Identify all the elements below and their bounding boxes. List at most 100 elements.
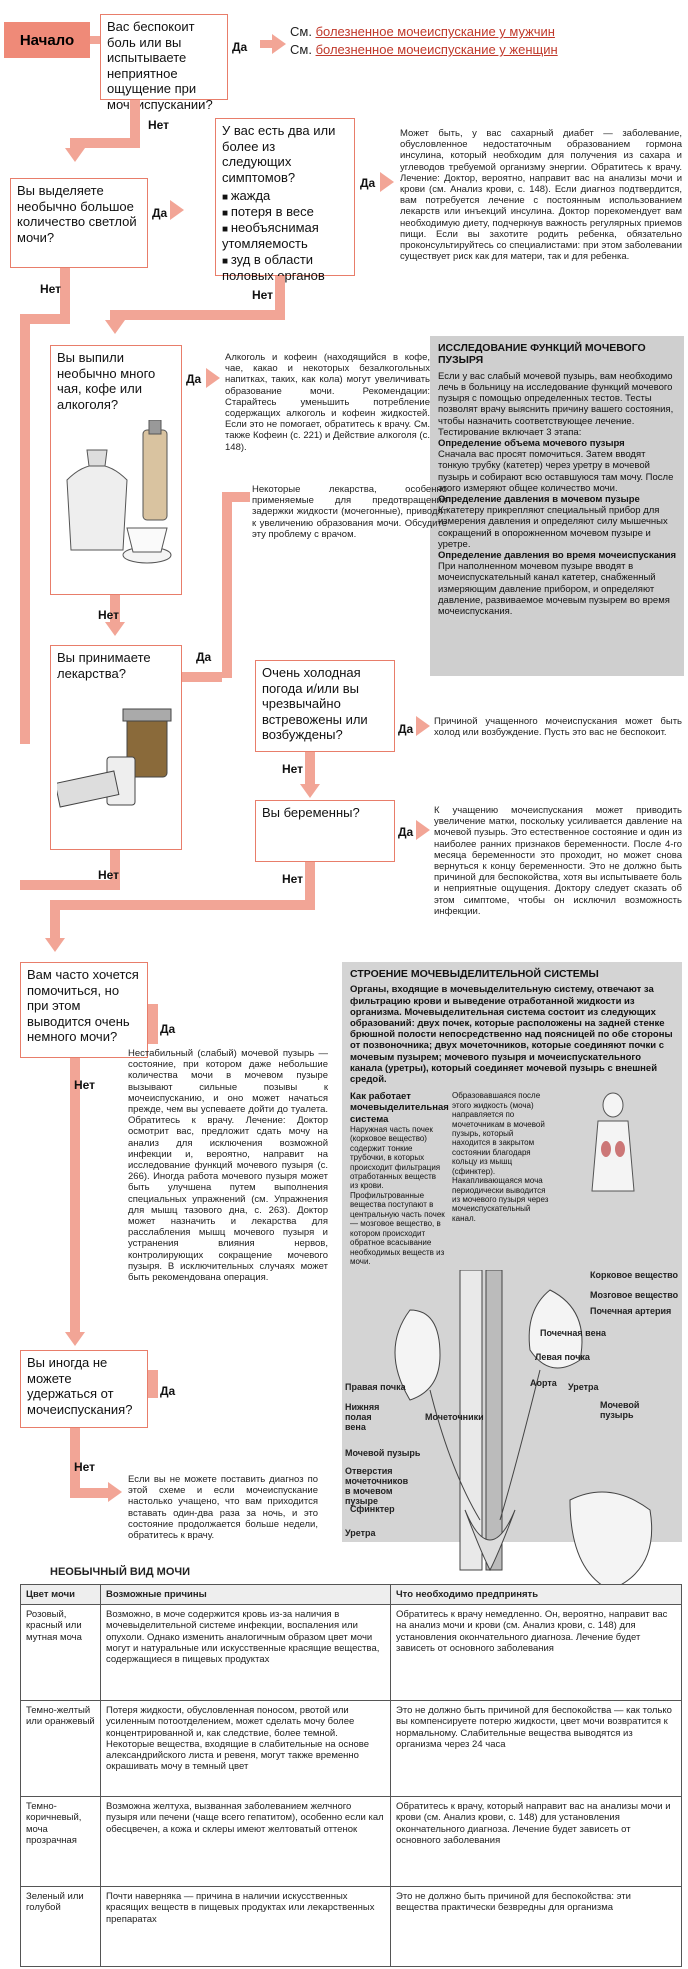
label-urethra-2: Уретра	[568, 1382, 599, 1392]
see-women[interactable]: См. болезненное мочеиспускание у женщин	[290, 42, 558, 57]
no-label: Нет	[148, 118, 169, 132]
table-cell: Темно-коричневый, моча прозрачная	[21, 1797, 101, 1887]
arrow	[20, 314, 30, 744]
arrow-head	[45, 938, 65, 952]
question-cold-anxiety: Очень холодная погода и/или вы чрезвычай…	[255, 660, 395, 752]
symptom-item: жажда	[222, 188, 348, 204]
arrow	[70, 1428, 80, 1488]
yes-label: Да	[160, 1022, 175, 1036]
table-cell: Зеленый или голубой	[21, 1887, 101, 1967]
structure-title: СТРОЕНИЕ МОЧЕВЫДЕЛИТЕЛЬНОЙ СИСТЕМЫ	[350, 968, 674, 980]
question-medications: Вы принимаете лекарства?	[50, 645, 182, 850]
bladder-text: К катетеру прикрепляют специальный прибо…	[438, 505, 676, 550]
table-row: Темно-коричневый, моча прозрачная Возмож…	[21, 1797, 682, 1887]
table-cell: Это не должно быть причиной для беспокой…	[391, 1887, 682, 1967]
table-cell: Обратитесь к врачу немедленно. Он, вероя…	[391, 1605, 682, 1701]
pregnant-note: К учащению мочеиспускания может приводит…	[434, 805, 682, 917]
medications-note: Некоторые лекарства, особенно применяемы…	[252, 484, 447, 540]
yes-label: Да	[398, 722, 413, 736]
link-women[interactable]: болезненное мочеиспускание у женщин	[316, 42, 558, 57]
unstable-bladder-note: Нестабильный (слабый) мочевой пузырь — с…	[128, 1048, 328, 1283]
see-prefix: См.	[290, 24, 312, 39]
symptom-item: необъяснимая утомляемость	[222, 220, 348, 252]
label-bladder: Мочевой пузырь	[345, 1448, 420, 1458]
pills-illustration	[57, 707, 175, 827]
arrow-head	[300, 784, 320, 798]
urinary-system-diagram	[350, 1270, 674, 1600]
arrow-head	[170, 200, 184, 220]
table-cell: Это не должно быть причиной для беспокой…	[391, 1701, 682, 1797]
table-header-row: Цвет мочи Возможные причины Что необходи…	[21, 1585, 682, 1605]
bladder-text: Тестирование включает 3 этапа:	[438, 427, 676, 438]
bladder-text: Если у вас слабый мочевой пузырь, вам не…	[438, 371, 676, 427]
start-label: Начало	[4, 22, 90, 58]
question-frequent-small: Вам часто хочется помочиться, но при это…	[20, 962, 148, 1058]
label-ureters: Мочеточники	[425, 1412, 484, 1422]
bladder-subtitle: Определение объема мочевого пузыря	[438, 438, 676, 449]
table-cell: Темно-желтый или оранжевый	[21, 1701, 101, 1797]
final-note: Если вы не можете поставить диагноз по э…	[128, 1474, 318, 1541]
kidney-work-block: Как работает мочевыделительная система Н…	[350, 1091, 446, 1266]
table-cell: Возможна желтуха, вызванная заболеванием…	[101, 1797, 391, 1887]
symptoms-list: жажда потеря в весе необъяснимая утомляе…	[222, 188, 348, 283]
arrow	[222, 492, 232, 678]
table-row: Розовый, красный или мутная моча Возможн…	[21, 1605, 682, 1701]
table-cell: Потеря жидкости, обусловленная поносом, …	[101, 1701, 391, 1797]
arrow	[70, 1488, 110, 1498]
arrow	[90, 36, 100, 44]
label-aorta: Аорта	[530, 1378, 557, 1388]
table-header: Цвет мочи	[21, 1585, 101, 1605]
arrow	[305, 862, 315, 900]
arrow	[148, 1370, 158, 1398]
no-label: Нет	[252, 288, 273, 302]
arrow	[275, 276, 285, 310]
arrow-head	[65, 148, 85, 162]
yes-label: Да	[196, 650, 211, 664]
kidney-work-text: Наружная часть почек (корковое вещество)…	[350, 1125, 446, 1267]
symptom-item: потеря в весе	[222, 204, 348, 220]
alcohol-note: Алкоголь и кофеин (находящийся в кофе, ч…	[225, 352, 430, 453]
arrow-head	[206, 368, 220, 388]
table-header: Что необходимо предпринять	[391, 1585, 682, 1605]
bladder-text: Сначала вас просят помочиться. Затем вво…	[438, 449, 676, 494]
no-label: Нет	[98, 608, 119, 622]
arrow-head	[380, 172, 394, 192]
yes-label: Да	[152, 206, 167, 220]
arrow	[148, 1004, 158, 1044]
no-label: Нет	[282, 762, 303, 776]
question-incontinence: Вы иногда не можете удержаться от мочеис…	[20, 1350, 148, 1428]
arrow	[60, 268, 70, 314]
arrow-head	[105, 622, 125, 636]
arrow-head	[272, 34, 286, 54]
no-label: Нет	[74, 1460, 95, 1474]
arrow	[70, 138, 140, 148]
label-cortex: Корковое вещество	[590, 1270, 678, 1280]
bladder-subtitle: Определение давления в мочевом пузыре	[438, 494, 676, 505]
bladder-subtitle: Определение давления во время мочеиспуск…	[438, 550, 676, 561]
arrow	[110, 310, 285, 320]
no-label: Нет	[74, 1078, 95, 1092]
arrow-head	[65, 1332, 85, 1346]
link-men[interactable]: болезненное мочеиспускание у мужчин	[316, 24, 555, 39]
question-pain: Вас беспокоит боль или вы испытываете не…	[100, 14, 228, 100]
no-label: Нет	[282, 872, 303, 886]
yes-label: Да	[186, 372, 201, 386]
medications-text: Вы принимаете лекарства?	[57, 650, 175, 681]
see-men[interactable]: См. болезненное мочеиспускание у мужчин	[290, 24, 555, 39]
arrow-head	[105, 320, 125, 334]
label-renal-artery: Почечная артерия	[590, 1306, 671, 1316]
label-bladder-2: Мочевой пузырь	[600, 1400, 650, 1420]
label-renal-vein: Почечная вена	[540, 1328, 606, 1338]
question-large-urine: Вы выделяете необычно большое количество…	[10, 178, 148, 268]
bladder-text: При наполненном мочевом пузыре вводят в …	[438, 561, 676, 617]
drinks-illustration	[57, 420, 175, 570]
table-cell: Розовый, красный или мутная моча	[21, 1605, 101, 1701]
table-cell: Возможно, в моче содержится кровь из-за …	[101, 1605, 391, 1701]
structure-text: Органы, входящие в мочевыделительную сис…	[350, 984, 674, 1085]
arrow-head	[416, 820, 430, 840]
arrow-head	[108, 1482, 122, 1502]
question-pregnant: Вы беременны?	[255, 800, 395, 862]
arrow-head	[416, 716, 430, 736]
bladder-test-title: ИССЛЕДОВАНИЕ ФУНКЦИЙ МОЧЕВОГО ПУЗЫРЯ	[438, 342, 676, 367]
cold-note: Причиной учащенного мочеиспускания может…	[434, 716, 682, 738]
